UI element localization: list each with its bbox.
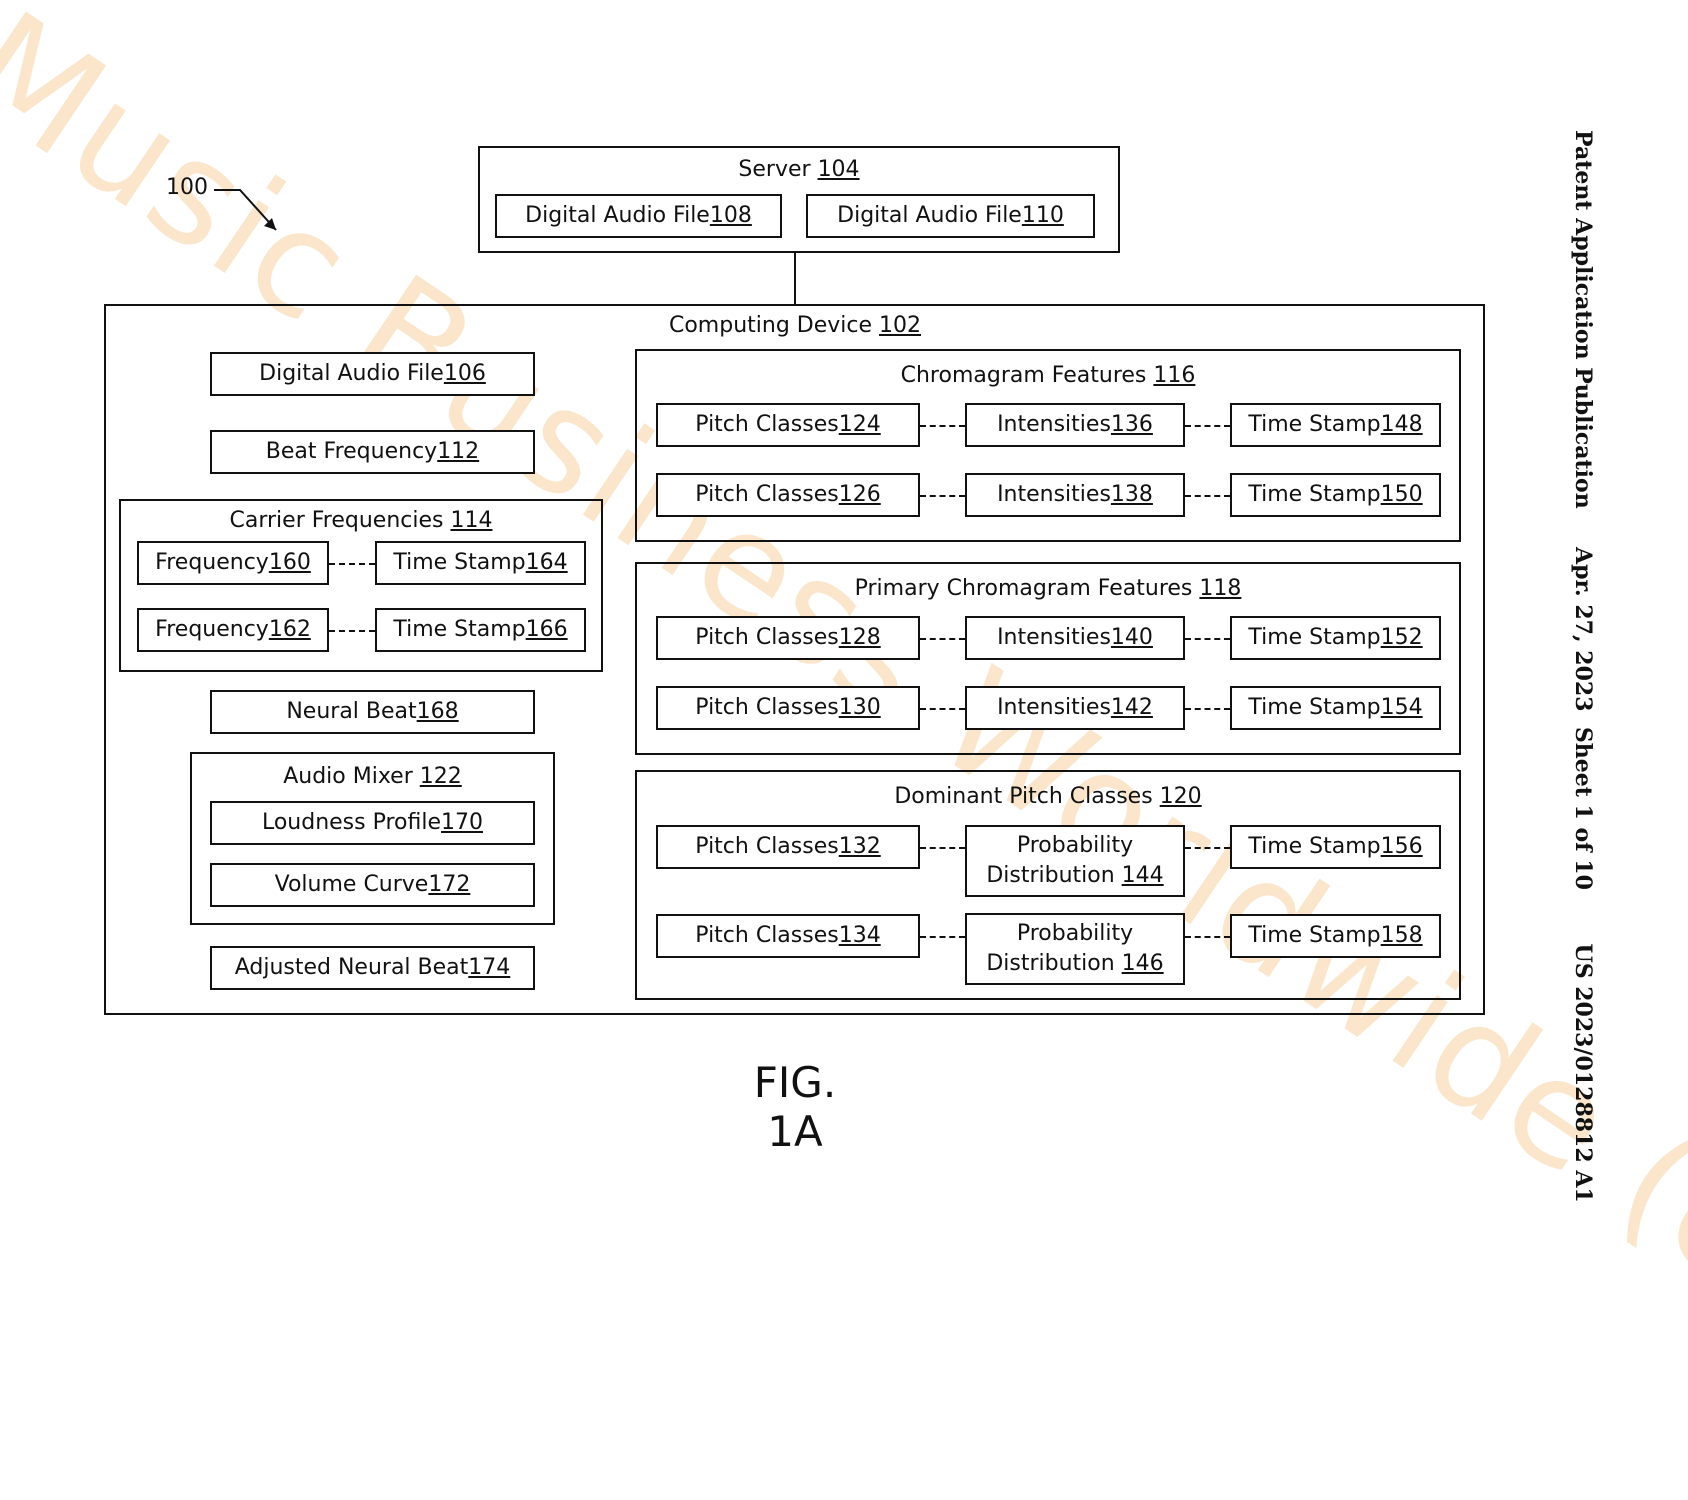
server-box [478,146,1120,253]
audio-mixer-box [190,752,555,925]
intensities-140: Intensities 140 [965,616,1185,660]
carrier-frequencies-box [119,499,603,672]
connector [920,847,965,849]
connector [920,425,965,427]
time-stamp-148: Time Stamp 148 [1230,403,1441,447]
time-stamp-156: Time Stamp 156 [1230,825,1441,869]
dominant-pitch-classes-title: Dominant Pitch Classes 120 [894,784,1202,809]
frequency-160: Frequency 160 [137,541,329,585]
chromagram-features-title: Chromagram Features 116 [900,363,1196,388]
pitch-classes-124: Pitch Classes 124 [656,403,920,447]
carrier-frequencies-title: Carrier Frequencies 114 [229,508,493,533]
beat-frequency-112: Beat Frequency 112 [210,430,535,474]
connector [920,638,965,640]
time-stamp-150: Time Stamp 150 [1230,473,1441,517]
connector [329,563,375,565]
figure-label: FIG. 1A [753,1058,837,1156]
primary-chromagram-features-box [635,562,1461,755]
time-stamp-166: Time Stamp 166 [375,608,586,652]
connector [920,708,965,710]
pitch-classes-130: Pitch Classes 130 [656,686,920,730]
dominant-pitch-classes-box [635,770,1461,1000]
connector [1185,708,1230,710]
connector [920,936,965,938]
pitch-classes-128: Pitch Classes 128 [656,616,920,660]
computing-device-box [104,304,1485,1015]
connector [1185,638,1230,640]
reference-numeral: 100 [166,175,208,200]
server-connector [794,253,796,305]
connector [920,495,965,497]
audio-mixer-title: Audio Mixer 122 [283,764,462,789]
intensities-136: Intensities 136 [965,403,1185,447]
connector [1185,425,1230,427]
server-audio-file-108: Digital Audio File 108 [495,194,782,238]
primary-chromagram-features-title: Primary Chromagram Features 118 [854,576,1242,601]
probability-distribution-146: Probability Distribution 146 [965,913,1185,985]
computing-device-title: Computing Device 102 [668,313,922,338]
probability-distribution-144: Probability Distribution 144 [965,825,1185,897]
side-header: Patent Application Publication Apr. 27, … [1560,130,1600,1203]
neural-beat-168: Neural Beat 168 [210,690,535,734]
server-title: Server 104 [738,157,860,182]
pitch-classes-132: Pitch Classes 132 [656,825,920,869]
pitch-classes-134: Pitch Classes 134 [656,914,920,958]
time-stamp-152: Time Stamp 152 [1230,616,1441,660]
reference-arrow-icon [214,189,277,231]
connector [329,630,375,632]
loudness-profile-170: Loudness Profile 170 [210,801,535,845]
time-stamp-164: Time Stamp 164 [375,541,586,585]
pitch-classes-126: Pitch Classes 126 [656,473,920,517]
volume-curve-172: Volume Curve 172 [210,863,535,907]
server-audio-file-110: Digital Audio File 110 [806,194,1095,238]
digital-audio-file-106: Digital Audio File 106 [210,352,535,396]
chromagram-features-box [635,349,1461,542]
adjusted-neural-beat-174: Adjusted Neural Beat 174 [210,946,535,990]
time-stamp-154: Time Stamp 154 [1230,686,1441,730]
frequency-162: Frequency 162 [137,608,329,652]
intensities-142: Intensities 142 [965,686,1185,730]
connector [1185,936,1230,938]
time-stamp-158: Time Stamp 158 [1230,914,1441,958]
side-header-text: Patent Application Publication Apr. 27, … [1570,130,1596,1203]
connector [1185,495,1230,497]
connector [1185,847,1230,849]
intensities-138: Intensities 138 [965,473,1185,517]
